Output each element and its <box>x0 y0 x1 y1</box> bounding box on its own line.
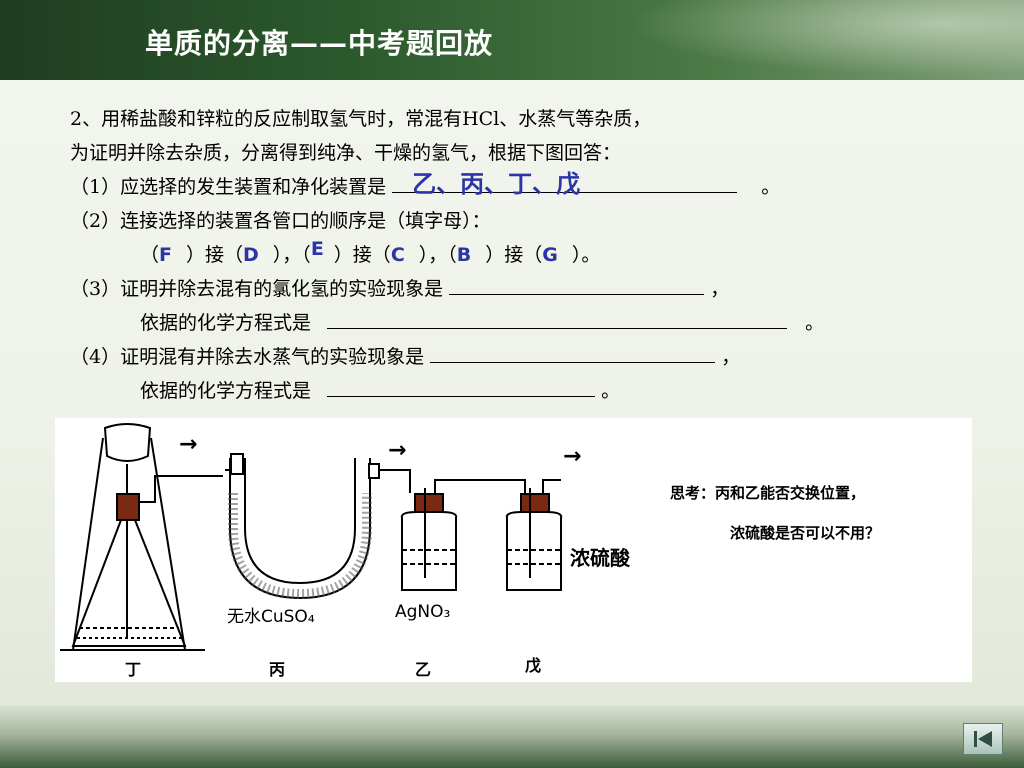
q3-equation-text: 依据的化学方程式是 <box>140 312 312 334</box>
q3-text: （3）证明并除去混有的氯化氢的实验现象是 <box>70 278 444 300</box>
q2-paren-open: （ <box>140 244 160 266</box>
label-bing: 丙 <box>269 660 286 679</box>
label-wu: 戊 <box>525 656 542 675</box>
q2-line: （2）连接选择的装置各管口的顺序是（填字母）： <box>70 210 491 232</box>
q4-equation-line: 依据的化学方程式是 。 <box>140 376 620 403</box>
q2-answer-line: （F）接（D），（E）接（C），（B）接（G）。 <box>140 238 601 267</box>
q4-text: （4）证明混有并除去水蒸气的实验现象是 <box>70 346 425 368</box>
slide-title: 单质的分离——中考题回放 <box>145 27 494 60</box>
label-ding: 丁 <box>125 660 142 679</box>
q3-equation-blank <box>327 310 788 329</box>
flow-arrow-2: → <box>388 438 407 463</box>
q4-equation-blank <box>327 378 596 397</box>
q1-answer: 乙、丙、丁、戊 <box>412 170 581 198</box>
title-bar-glow <box>604 0 1024 80</box>
q4-equation-end: 。 <box>601 380 621 402</box>
apparatus-bing <box>225 453 395 600</box>
apparatus-yi <box>393 469 500 591</box>
q1-text: （1）应选择的发生装置和净化装置是 <box>70 176 387 198</box>
first-slide-icon <box>974 731 992 747</box>
agno3-label: AgNO₃ <box>395 602 451 622</box>
q3-equation-line: 依据的化学方程式是 。 <box>140 308 824 335</box>
q2-connect-5: ）接（ <box>485 244 543 266</box>
q2-connect-2: ），（ <box>272 244 311 266</box>
q1-end: 。 <box>761 176 781 198</box>
q4-end: ， <box>721 346 741 368</box>
q2-connect-3: ）接（ <box>333 244 391 266</box>
q2-connect-1: ）接（ <box>186 244 244 266</box>
q2-answer-5: B <box>456 244 472 266</box>
q2-answer-2: D <box>243 244 259 266</box>
first-slide-button[interactable] <box>963 723 1003 755</box>
apparatus-figure: → → → 思考：丙和乙能否交换位置， 浓硫酸是否可以不用？ 浓硫酸 无水CuS… <box>55 418 972 682</box>
q1-line: （1）应选择的发生装置和净化装置是 乙、丙、丁、戊 。 <box>70 170 781 199</box>
apparatus-wu <box>500 479 563 591</box>
flow-arrow-1: → <box>179 432 198 457</box>
think-line-2: 浓硫酸是否可以不用？ <box>730 524 881 542</box>
title-bar: 单质的分离——中考题回放 <box>0 0 1024 80</box>
intro-line-1: 2、用稀盐酸和锌粒的反应制取氢气时，常混有HCl、水蒸气等杂质， <box>70 108 652 130</box>
intro-line-2: 为证明并除去杂质，分离得到纯净、干燥的氢气，根据下图回答： <box>70 142 622 164</box>
q3-end: ， <box>710 278 730 300</box>
h2so4-label: 浓硫酸 <box>570 546 630 570</box>
q2-answer-3: E <box>310 238 324 260</box>
q2-answer-6: G <box>542 244 558 266</box>
cuso4-label: 无水CuSO₄ <box>227 607 315 627</box>
q1-answer-blank: 乙、丙、丁、戊 <box>392 170 738 198</box>
q4-line: （4）证明混有并除去水蒸气的实验现象是 ， <box>70 342 740 369</box>
q3-line: （3）证明并除去混有的氯化氢的实验现象是 ， <box>70 274 729 301</box>
q2-connect-6: ）。 <box>571 244 601 266</box>
apparatus-ding <box>60 423 223 651</box>
q4-equation-text: 依据的化学方程式是 <box>140 380 312 402</box>
q4-blank <box>430 344 716 363</box>
q2-connect-4: ），（ <box>418 244 457 266</box>
apparatus-diagram <box>60 423 563 651</box>
q2-answer-1: F <box>159 244 172 266</box>
q3-blank <box>449 276 705 295</box>
q3-equation-end: 。 <box>805 312 825 334</box>
think-line-1: 思考：丙和乙能否交换位置， <box>670 484 866 502</box>
bottom-decoration <box>0 705 1024 768</box>
label-yi: 乙 <box>415 660 432 679</box>
flow-arrow-3: → <box>563 444 582 469</box>
q2-answer-4: C <box>390 244 405 266</box>
